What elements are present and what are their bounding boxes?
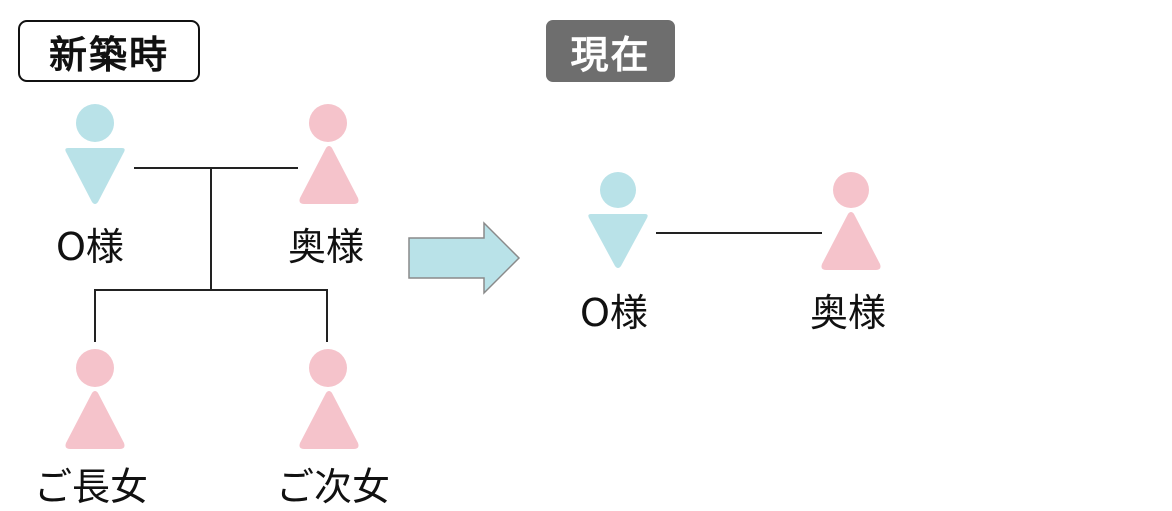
marriage-line-now xyxy=(656,232,822,234)
then-daughter1-label: ご長女 xyxy=(34,465,149,509)
then-daughter2-label: ご次女 xyxy=(276,465,391,509)
children-bar xyxy=(94,289,328,291)
then-wife-label: 奥様 xyxy=(288,225,365,269)
now-badge: 現在 xyxy=(546,20,675,82)
child-line-left xyxy=(94,289,96,342)
now-wife-label: 奥様 xyxy=(810,291,887,335)
child-line-right xyxy=(326,289,328,342)
right-arrow-icon xyxy=(408,221,521,295)
now-husband-label: O様 xyxy=(580,291,648,335)
then-husband-label: O様 xyxy=(56,225,124,269)
marriage-line-then xyxy=(134,167,298,169)
then-badge: 新築時 xyxy=(18,20,200,82)
descent-line-vertical xyxy=(210,168,212,290)
